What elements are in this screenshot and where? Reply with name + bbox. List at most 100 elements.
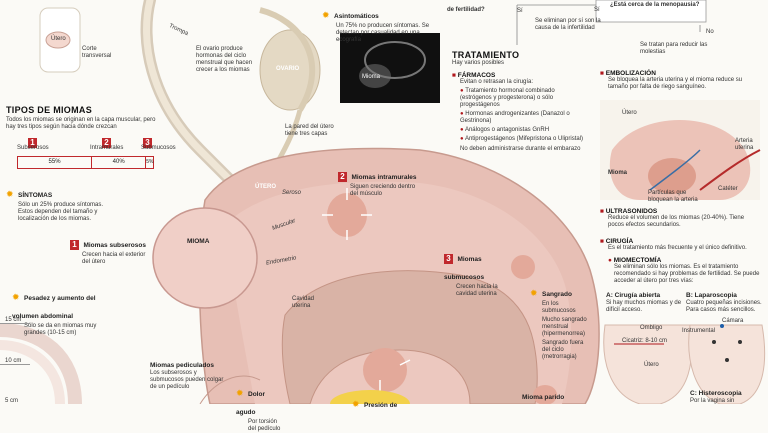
- intramurales-text: Siguen creciendo dentro del músculo: [350, 184, 416, 197]
- asintomaticos-text: Un 75% no producen síntomas. Se detectan…: [336, 23, 430, 43]
- ombligo-label: Ombligo: [640, 325, 663, 331]
- subserosos-text: Crecen hacia el exterior del útero: [82, 252, 146, 265]
- corte-label: Corte transversal: [82, 46, 112, 59]
- ultrasonidos-section: ■ ULTRASONIDOS Reduce el volumen de los …: [600, 208, 760, 229]
- cicatriz-label: Cicatriz: 8-10 cm: [622, 338, 668, 344]
- dolor-note: ✹ Dolor agudo Por torsión del pedículo: [236, 383, 286, 433]
- farmacos-title: ■ FÁRMACOS: [452, 72, 496, 79]
- histeroscopia-title: C: Histeroscopia: [690, 390, 742, 397]
- seroso-label: Seroso: [282, 190, 302, 196]
- sangrado-title: Sangrado: [542, 291, 572, 298]
- presion-note: ✹ Presión de: [352, 394, 397, 412]
- sangrado-note: ✹ Sangrado En los submucosos Mucho sangr…: [530, 283, 592, 361]
- subserosos-note: 1 Miomas subserosos Crecen hacia el exte…: [70, 234, 150, 266]
- miomectomia-text: Se eliminan sólo los miomas. Es el trata…: [614, 264, 760, 284]
- parido-label: Mioma parido: [522, 394, 565, 401]
- farmacos-item: ● Hormonas androgenizantes (Danazol o Ge…: [460, 111, 570, 124]
- sangrado-item-1: Mucho sangrado menstrual (hipermenorrea): [542, 317, 587, 337]
- scale-line: [0, 364, 30, 365]
- type-2-label: Intramurales: [90, 145, 124, 151]
- sun-icon: ✹: [530, 288, 538, 298]
- laparoscopia-title: B: Laparoscopia: [686, 292, 737, 299]
- type-3: 3: [143, 132, 152, 150]
- menopause-question: ¿Está cerca de la menopausia?: [610, 2, 700, 8]
- type-2: 2: [102, 132, 111, 150]
- utero-surgery-label: Útero: [644, 362, 659, 368]
- bullet-icon: ■: [600, 238, 606, 245]
- asintomaticos-block: ✹ Asintomáticos Un 75% no producen sínto…: [322, 5, 432, 44]
- submucosos-title: Miomas submucosos: [444, 256, 485, 281]
- abierta-note: A: Cirugía abierta Si hay muchos miomas …: [606, 292, 682, 314]
- bar-intramurales: 40%: [92, 157, 147, 168]
- type-1: 1: [28, 132, 37, 150]
- abierta-title: A: Cirugía abierta: [606, 292, 661, 299]
- intramurales-note: 2 Miomas intramurales Siguen creciendo d…: [338, 166, 418, 198]
- embolizacion-title: ■ EMBOLIZACIÓN: [600, 70, 656, 77]
- submucosos-note: 3 Miomas submucosos Crecen hacia la cavi…: [444, 248, 514, 298]
- farmacos-item: ● Tratamiento hormonal combinado (estróg…: [460, 88, 555, 108]
- tratamiento-header: TRATAMIENTO Hay varios posibles: [452, 50, 519, 67]
- scale-15: 15 cm: [5, 317, 22, 323]
- sangrado-subtitle: En los submucosos: [542, 301, 576, 314]
- sun-icon: ✹: [322, 10, 330, 20]
- scale-10: 10 cm: [5, 358, 22, 364]
- emb-cateter-label: Catéter: [718, 186, 738, 192]
- bar-submucosos: 5%: [146, 159, 154, 165]
- submucosos-text: Crecen hacia la cavidad uterina: [456, 284, 498, 297]
- ovario-label: OVARIO: [276, 66, 300, 72]
- pediculados-note: Miomas pediculados Los subserosos y subm…: [150, 362, 225, 391]
- uterus-illustration: [0, 0, 766, 404]
- flow-note-1: Se eliminan por sí son la causa de la in…: [535, 18, 601, 31]
- bullet-icon: ●: [608, 257, 614, 264]
- ultrasonidos-text: Reduce el volumen de los miomas (20-40%)…: [608, 215, 745, 228]
- bullet-icon: ■: [452, 72, 458, 79]
- farmacos-note: No deben administrarse durante el embara…: [460, 146, 581, 152]
- subserosos-badge: 1: [70, 240, 79, 250]
- farmacos-item: ● Antiprogestágenos (Mifepristona o Ulip…: [460, 136, 584, 142]
- flow-si-2: Sí: [594, 7, 600, 13]
- flow-note-2: Se tratan para reducir las molestias: [640, 42, 708, 55]
- sun-icon: ✹: [236, 388, 244, 398]
- histeroscopia-text: Por la vagina sin: [690, 397, 735, 404]
- laparoscopia-note: B: Laparoscopia Cuatro pequeñas incision…: [686, 292, 766, 314]
- sintomas-text: Sólo un 25% produce síntomas. Estos depe…: [18, 202, 104, 222]
- fertility-question: de fertilidad?: [447, 7, 485, 13]
- types-bar: 55% 40% 5%: [17, 156, 154, 169]
- emb-mioma-label: Mioma: [608, 170, 628, 176]
- pesadez-title: Pesadez y aumento del volumen abdominal: [12, 295, 96, 320]
- cirugia-text: Es el tratamiento más frecuente y el úni…: [608, 245, 747, 251]
- type-3-badge: 3: [143, 138, 152, 148]
- farmacos-section: ■ FÁRMACOS Evitan o retrasan la cirugía:…: [452, 72, 587, 153]
- type-1-badge: 1: [28, 138, 37, 148]
- pediculados-text: Los subserosos y submucosos pueden colga…: [150, 369, 224, 390]
- ovario-note: El ovario produce hormonas del ciclo men…: [196, 46, 253, 73]
- sintomas-title: SÍNTOMAS: [18, 192, 53, 199]
- subserosos-title: Miomas subserosos: [83, 242, 146, 249]
- sun-icon: ✹: [12, 292, 20, 302]
- farmacos-item: ● Análogos o antagonistas GnRH: [460, 127, 550, 133]
- types-section: TIPOS DE MIOMAS Todos los miomas se orig…: [6, 105, 166, 131]
- emb-particulas-label: Partículas que bloquean la arteria: [648, 190, 698, 203]
- miomectomia-title: ● MIOMECTOMÍA: [608, 257, 662, 264]
- intramurales-title: Miomas intramurales: [351, 174, 417, 181]
- scale-5: 5 cm: [5, 398, 19, 404]
- embolizacion-section: ■ EMBOLIZACIÓN Se bloquea la arteria ute…: [600, 70, 760, 91]
- tratamiento-subtitle: Hay varios posibles: [452, 60, 505, 66]
- sintomas-section: ✹ SÍNTOMAS Sólo un 25% produce síntomas.…: [6, 184, 116, 223]
- instrumental-label: Instrumental: [682, 328, 716, 334]
- type-2-badge: 2: [102, 138, 111, 148]
- dolor-text: Por torsión del pedículo: [248, 419, 281, 432]
- type-3-label: Submucosos: [141, 145, 176, 151]
- pesadez-text: Sólo se da en miomas muy grandes (10-15 …: [24, 323, 97, 336]
- cavidad-label: Cavidad uterina: [292, 296, 315, 309]
- bullet-icon: ■: [600, 70, 606, 77]
- pediculados-title: Miomas pediculados: [150, 362, 214, 369]
- farmacos-intro: Evitan o retrasan la cirugía:: [460, 79, 534, 85]
- laparoscopia-text: Cuatro pequeñas incisiones. Para casos m…: [686, 299, 762, 313]
- embolizacion-text: Se bloquea la arteria uterina y el mioma…: [608, 77, 743, 90]
- intramurales-badge: 2: [338, 172, 347, 182]
- scale-line: [0, 323, 30, 324]
- ultrasonidos-title: ■ ULTRASONIDOS: [600, 208, 658, 215]
- utero-sketch-label: Útero: [51, 36, 66, 42]
- cirugia-section: ■ CIRUGÍA Es el tratamiento más frecuent…: [600, 238, 765, 285]
